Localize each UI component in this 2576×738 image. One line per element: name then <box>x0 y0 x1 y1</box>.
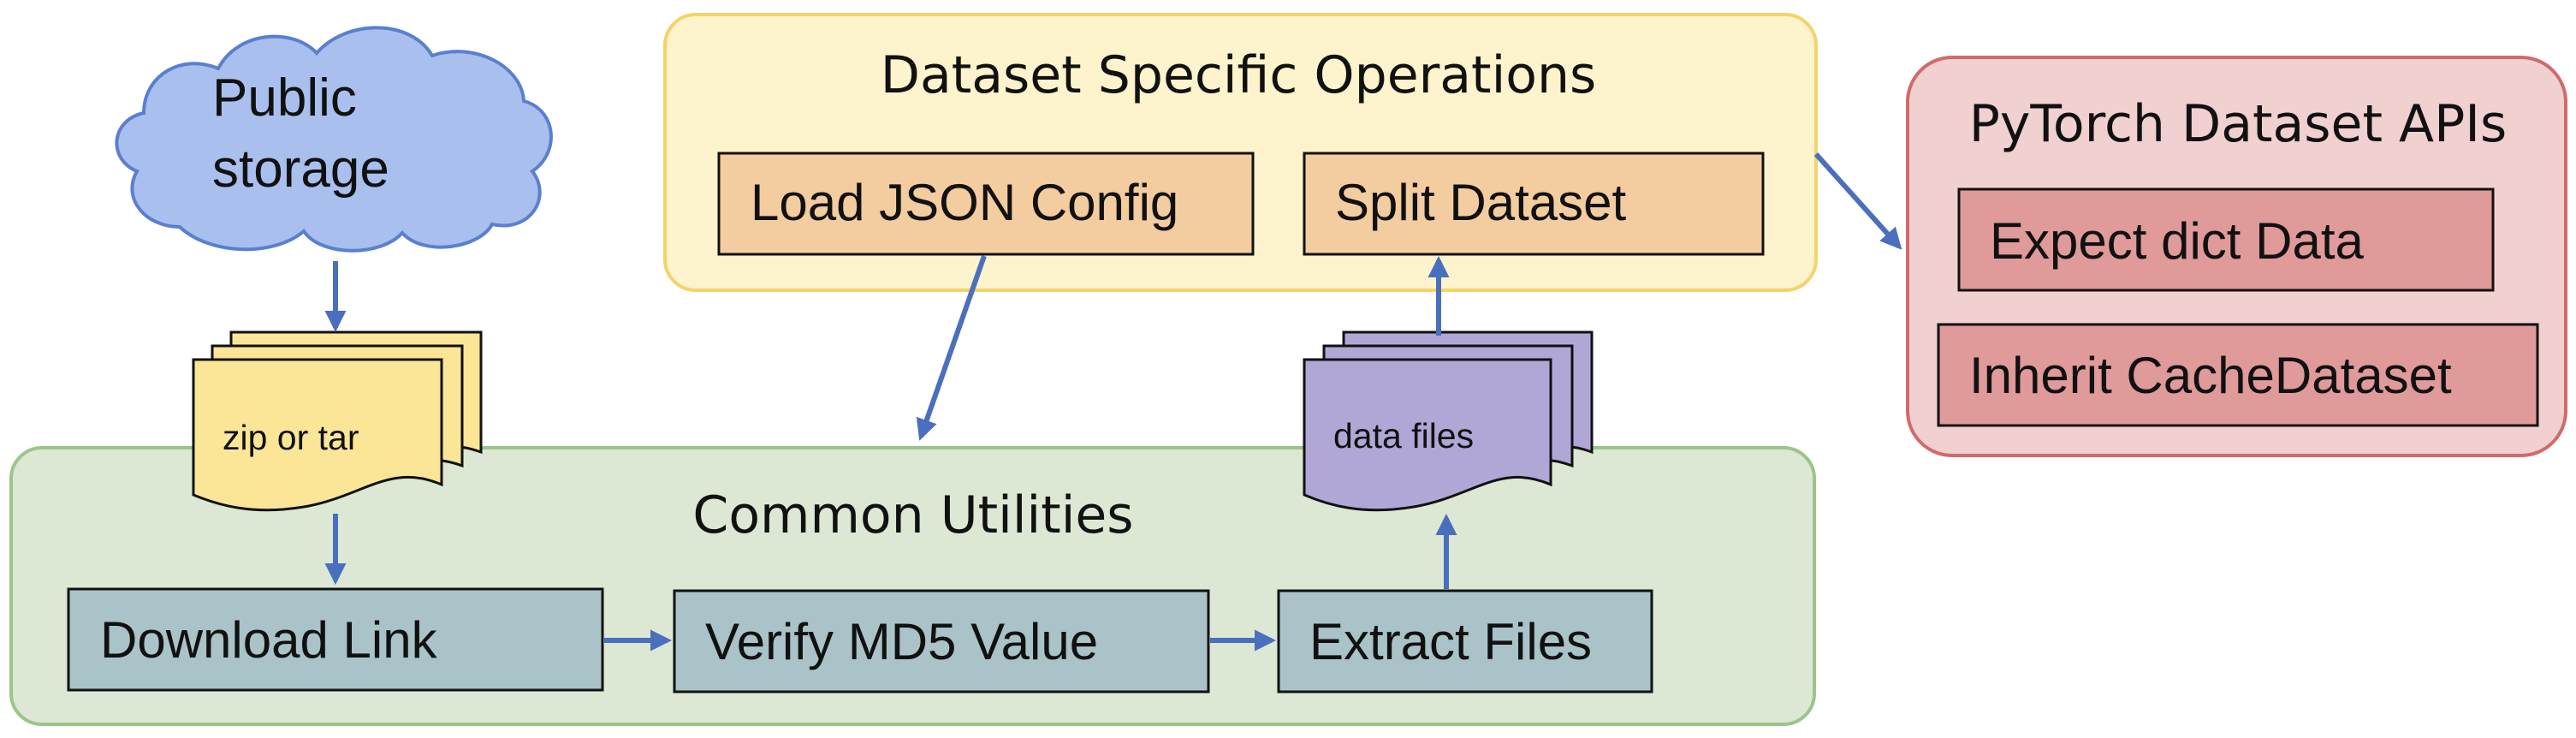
extract-files-label: Extract Files <box>1309 613 1592 670</box>
load-json-config-label: Load JSON Config <box>751 174 1178 231</box>
cloud-label-line2: storage <box>212 140 389 199</box>
download-link-box <box>67 587 604 692</box>
inherit-cachedataset-box <box>1937 323 2539 427</box>
verify-md5-label: Verify MD5 Value <box>705 613 1098 670</box>
archive-doc-front <box>192 358 443 512</box>
arrow-loadjson-to-common <box>916 255 987 441</box>
expect-dict-data-label: Expect dict Data <box>1990 212 2365 270</box>
pytorch-apis-title: PyTorch Dataset APIs <box>1969 94 2508 154</box>
dataset-ops-title: Dataset Specific Operations <box>881 45 1596 105</box>
data-doc-front <box>1303 358 1552 512</box>
cloud-label-line1: Public <box>212 68 357 128</box>
extract-files-box <box>1277 589 1653 693</box>
inherit-cachedataset-label: Inherit CacheDataset <box>1969 347 2452 404</box>
data-files-document-stack: data files <box>1303 330 1594 512</box>
cloud-shape <box>115 26 553 253</box>
download-link-label: Download Link <box>100 611 438 669</box>
verify-md5-box <box>673 589 1210 693</box>
common-utilities-title: Common Utilities <box>692 485 1133 545</box>
split-dataset-label: Split Dataset <box>1335 174 1626 231</box>
split-dataset-box <box>1303 152 1765 256</box>
arrow-dataset-ops-to-pytorch <box>1813 152 1902 250</box>
expect-dict-data-box <box>1957 187 2495 292</box>
archive-doc-label: zip or tar <box>223 418 359 457</box>
load-json-config-box <box>717 152 1255 256</box>
data-doc-label: data files <box>1333 416 1474 455</box>
archive-document-stack: zip or tar <box>192 330 483 512</box>
